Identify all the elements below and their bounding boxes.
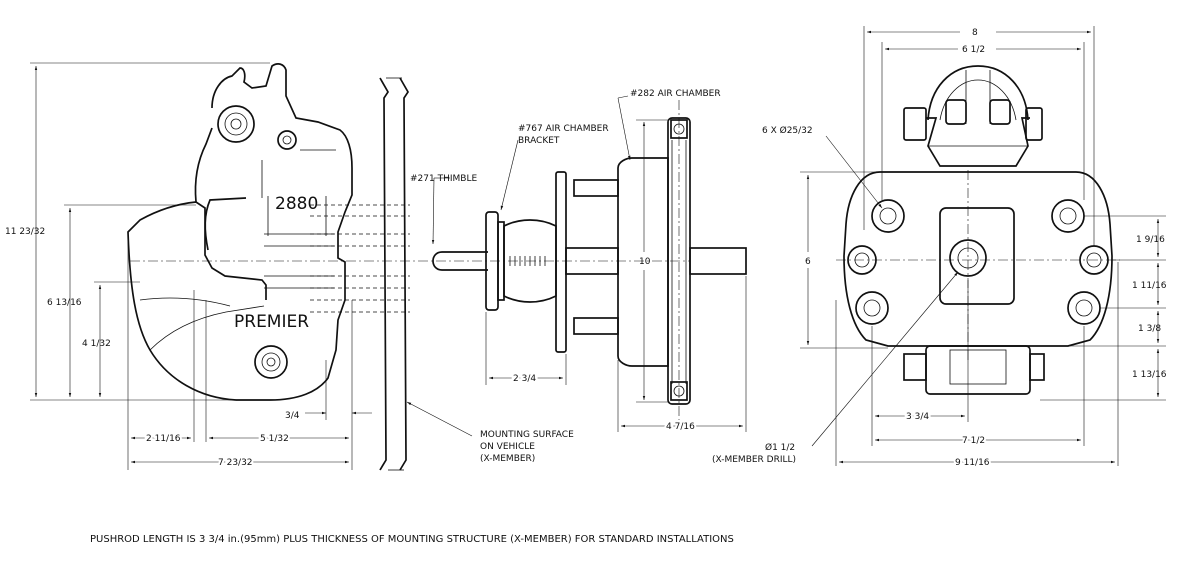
dim-h2: 7 1/2 bbox=[962, 436, 985, 446]
bracket-thread-marks bbox=[509, 256, 546, 266]
dim-chamber-length: 4 7/16 bbox=[666, 422, 695, 432]
dim-height-b: 4 1/32 bbox=[82, 339, 111, 349]
callout-drill-line2: (X-MEMBER DRILL) bbox=[712, 455, 796, 465]
dim-h3: 9 11/16 bbox=[955, 458, 990, 468]
callout-holes: 6 X Ø25/32 bbox=[762, 125, 813, 136]
end-view-dimensions: 8 6 1/2 6 X Ø25/32 6 1 9/16 1 11/16 1 3/… bbox=[712, 26, 1167, 470]
dim-v1: 1 9/16 bbox=[1136, 235, 1165, 245]
mounting-plate-end-view bbox=[836, 65, 1120, 395]
dim-length-b: 5 1/32 bbox=[260, 434, 289, 444]
callout-bracket-line1: #767 AIR CHAMBER bbox=[518, 124, 609, 134]
hook-model-label: 2880 bbox=[275, 194, 318, 214]
mounting-surface-line1: MOUNTING SURFACE bbox=[480, 430, 574, 440]
pintle-hook-side-view: 2880 PREMIER bbox=[127, 63, 690, 401]
hook-brand-label: PREMIER bbox=[234, 312, 309, 332]
hook-dimensions: 11 23/32 6 13/16 4 1/32 3/4 2 11/16 5 1/… bbox=[5, 62, 372, 470]
dim-offset: 3/4 bbox=[285, 411, 300, 421]
callout-drill-line1: Ø1 1/2 bbox=[765, 442, 795, 453]
dim-width-inner: 6 1/2 bbox=[962, 45, 985, 55]
air-chamber-callouts: #271 THIMBLE #767 AIR CHAMBER BRACKET #2… bbox=[410, 89, 721, 245]
callout-bracket-line2: BRACKET bbox=[518, 136, 560, 146]
dim-height-a: 6 13/16 bbox=[47, 298, 82, 308]
dim-v3: 1 3/8 bbox=[1138, 324, 1161, 334]
footnote: PUSHROD LENGTH IS 3 3/4 in.(95mm) PLUS T… bbox=[90, 534, 734, 545]
dim-height: 6 bbox=[805, 257, 811, 267]
dim-width-overall: 8 bbox=[972, 28, 978, 38]
dim-length-a: 2 11/16 bbox=[146, 434, 181, 444]
dim-v4: 1 13/16 bbox=[1132, 370, 1167, 380]
callout-air-chamber: #282 AIR CHAMBER bbox=[630, 89, 721, 99]
dim-v2: 1 11/16 bbox=[1132, 281, 1167, 291]
dim-h1: 3 3/4 bbox=[906, 412, 929, 422]
callout-thimble: #271 THIMBLE bbox=[410, 174, 477, 184]
mounting-surface-line2: ON VEHICLE bbox=[480, 442, 535, 452]
dim-bracket-length: 2 3/4 bbox=[513, 374, 536, 384]
dim-chamber-diameter: 10 bbox=[639, 257, 651, 267]
mounting-surface-line3: (X-MEMBER) bbox=[480, 454, 535, 464]
air-chamber-assembly: 10 bbox=[432, 100, 747, 420]
mounting-surface-callout: MOUNTING SURFACE ON VEHICLE (X-MEMBER) bbox=[406, 401, 574, 464]
dim-overall-length: 7 23/32 bbox=[218, 458, 253, 468]
chamber-dimensions: 2 3/4 4 7/16 bbox=[485, 276, 747, 434]
x-member-section bbox=[379, 77, 409, 471]
mounting-holes bbox=[847, 199, 1109, 325]
dim-overall-height: 11 23/32 bbox=[5, 227, 45, 237]
